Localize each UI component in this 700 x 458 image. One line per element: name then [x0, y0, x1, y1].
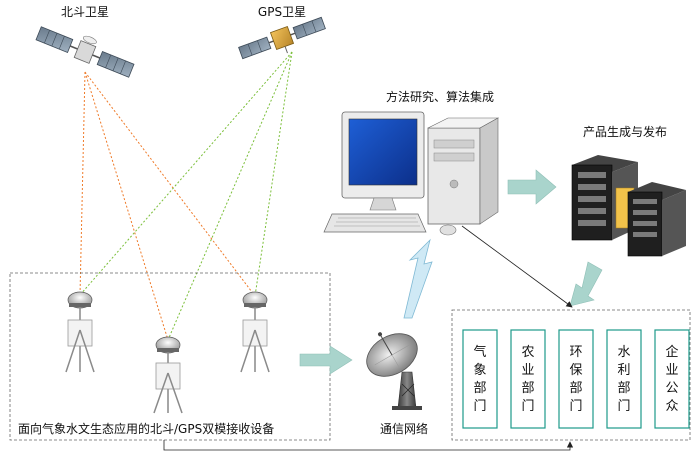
department-label: 水利部门 [617, 345, 630, 414]
method-research-label: 方法研究、算法集成 [386, 89, 494, 104]
department-item: 企业公众 [654, 329, 690, 429]
department-card [510, 329, 546, 429]
wireless-link-bolt [403, 238, 433, 319]
comm-network-label: 通信网络 [380, 421, 428, 436]
gps-signal-line-3 [254, 51, 293, 297]
beidou-signal-line-3 [84, 71, 256, 297]
department-label: 农业部门 [521, 345, 534, 414]
department-item: 气象部门 [462, 329, 498, 429]
flow-arrow-to-network [299, 345, 353, 375]
receiver-icon [153, 336, 183, 414]
beidou-satellite-label: 北斗卫星 [61, 5, 109, 19]
bottom-connector-arrow [163, 440, 574, 451]
receiver-equipment-label: 面向气象水文生态应用的北斗/GPS双模接收设备 [18, 421, 274, 436]
department-card [606, 329, 642, 429]
beidou-satellite-icon [35, 26, 135, 78]
flow-arrow-to-departments [569, 261, 603, 307]
department-list: 气象部门 农业部门 环保部门 水利部门 企业公众 [462, 329, 690, 429]
department-label: 环保部门 [569, 345, 582, 414]
gps-satellite-label: GPS卫星 [258, 5, 306, 19]
department-card [462, 329, 498, 429]
server-icon [571, 155, 686, 257]
department-card [558, 329, 594, 429]
department-item: 环保部门 [558, 329, 594, 429]
beidou-signal-line-1 [79, 71, 86, 296]
department-card [654, 329, 690, 429]
gps-signal-line-1 [79, 51, 293, 296]
gps-signal-line-2 [167, 51, 293, 341]
computer-icon [323, 111, 500, 236]
department-item: 水利部门 [606, 329, 642, 429]
beidou-signal-line-2 [84, 71, 169, 341]
department-label: 气象部门 [473, 344, 486, 414]
satellite-dish-icon [366, 332, 422, 410]
departments-box [451, 309, 691, 441]
signal-lines [79, 51, 293, 341]
flow-arrow-to-products [507, 169, 557, 205]
department-item: 农业部门 [510, 329, 546, 429]
gps-satellite-icon [238, 16, 326, 60]
receiver-icon [240, 291, 270, 373]
data-flow-line [461, 225, 573, 308]
receiver-group-box [9, 272, 331, 441]
receiver-icon [65, 291, 95, 373]
department-label: 企业公众 [665, 344, 678, 414]
product-release-label: 产品生成与发布 [583, 124, 667, 139]
